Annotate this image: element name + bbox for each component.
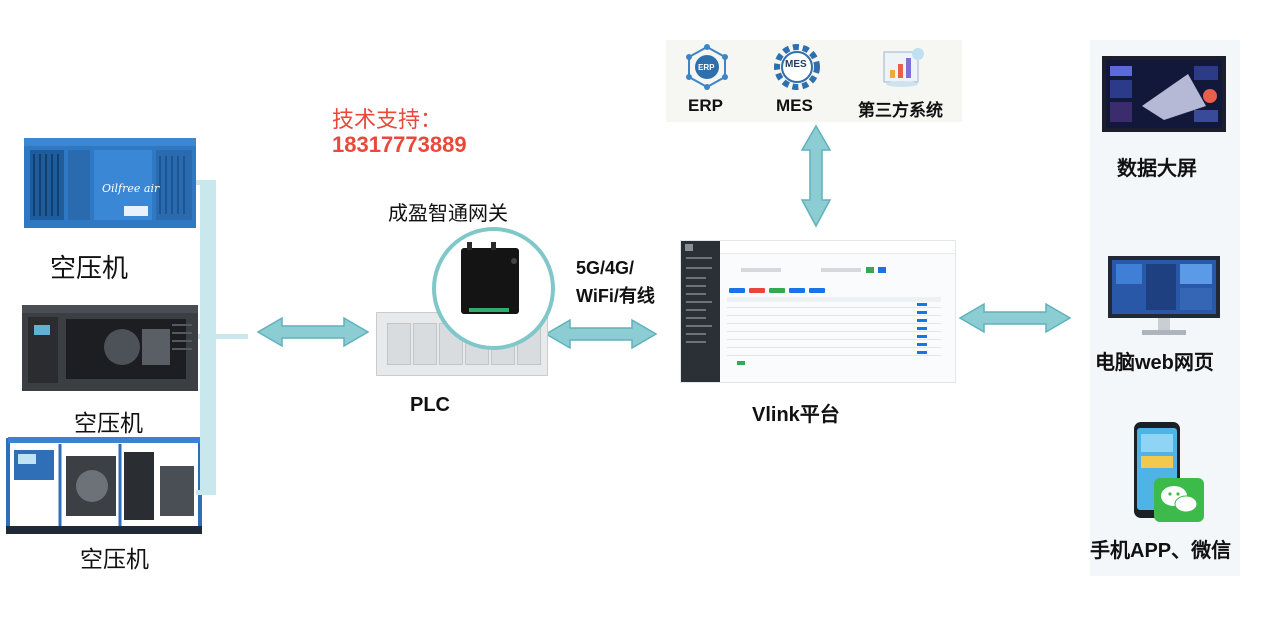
erp-hex-icon — [686, 44, 728, 90]
network-line-1: 5G/4G/ — [576, 258, 635, 278]
gateway-device — [461, 242, 519, 314]
compressor-label: 空压机 — [50, 254, 129, 284]
compressor-label: 空压机 — [80, 547, 149, 573]
compressor-connector-top — [196, 180, 216, 185]
compressor-brand-text: Oilfree air — [102, 182, 160, 195]
integration-systems-panel: ERP ERP MES MES 第三方系统 — [666, 40, 962, 122]
compressor-1: Oilfree air — [24, 138, 196, 230]
compressor-3-illustration — [6, 437, 202, 534]
compressor-2 — [22, 305, 198, 391]
client-label-mobile: 手机APP、微信 — [1090, 540, 1232, 562]
client-label-dashboard: 数据大屏 — [1117, 158, 1197, 180]
dashboard-screen-icon — [1102, 56, 1226, 132]
vlink-platform-screenshot — [680, 240, 956, 383]
mes-gear-icon — [774, 44, 820, 90]
vlink-sidebar — [681, 241, 720, 382]
arrow-platform-clients — [959, 303, 1071, 333]
system-label-mes: MES — [776, 96, 813, 115]
arrow-platform-systems — [800, 124, 832, 228]
mes-badge-text: MES — [785, 59, 807, 70]
compressor-1-illustration — [24, 138, 196, 228]
gateway-title: 成盈智通网关 — [388, 201, 508, 225]
network-line-2: WiFi/有线 — [576, 286, 655, 306]
phone-wechat-icon — [1134, 422, 1204, 522]
plc-label: PLC — [410, 394, 450, 416]
client-endpoints-panel: 数据大屏 电脑web网页 手机APP、微信 — [1090, 40, 1240, 576]
compressor-connector-bottom — [196, 490, 216, 495]
compressor-3 — [6, 436, 202, 534]
platform-label: Vlink平台 — [752, 404, 840, 426]
third-party-chart-icon — [883, 48, 924, 87]
compressor-connector-mid — [198, 334, 248, 339]
system-label-third-party: 第三方系统 — [858, 101, 943, 120]
compressor-2-illustration — [22, 305, 198, 391]
compressor-label: 空压机 — [74, 411, 143, 437]
erp-badge-text: ERP — [698, 63, 715, 72]
arrow-gateway-platform — [545, 319, 657, 349]
system-label-erp: ERP — [688, 96, 723, 115]
support-phone: 18317773889 — [332, 132, 467, 157]
support-title: 技术支持： — [332, 108, 443, 133]
client-label-web: 电脑web网页 — [1095, 352, 1214, 374]
vlink-topbar — [720, 241, 955, 254]
desktop-monitor-icon — [1108, 256, 1220, 335]
arrow-compressor-plc — [257, 317, 369, 347]
